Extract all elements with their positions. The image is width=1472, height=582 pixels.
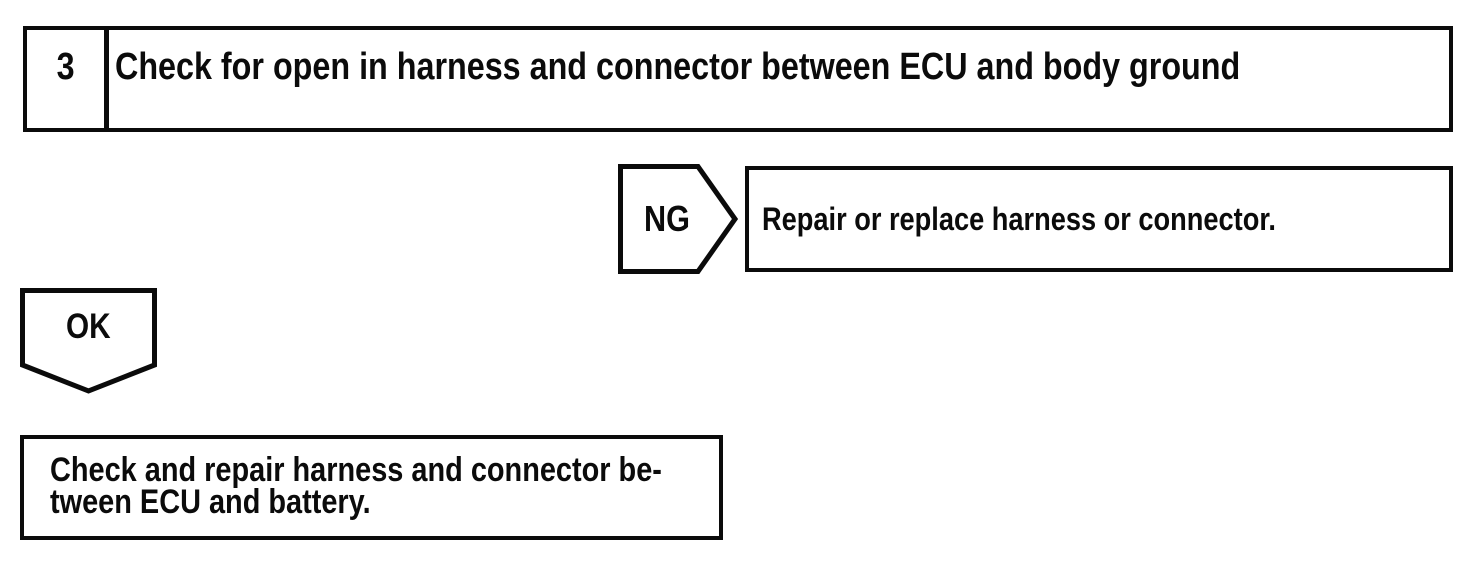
step-number: 3 [56,46,75,88]
ok-label: OK [66,307,111,346]
ng-action-text: Repair or replace harness or connector. [762,200,1276,237]
ok-arrow-icon [20,288,157,394]
ng-arrow-icon [618,164,738,274]
ok-action-box: Check and repair harness and connector b… [20,435,723,540]
ng-action-box: Repair or replace harness or connector. [745,166,1453,272]
ok-label-wrap: OK [20,307,157,347]
ng-label: NG [644,198,690,239]
step-instruction-cell: Check for open in harness and connector … [109,30,1449,128]
ng-label-wrap: NG [618,198,716,240]
ng-arrow: NG [618,164,738,274]
ok-action-text-2: tween ECU and battery. [50,483,371,521]
ok-action-line-2: tween ECU and battery. [50,483,713,521]
ok-action-line-1: Check and repair harness and connector b… [50,451,713,489]
step-instruction: Check for open in harness and connector … [115,46,1241,88]
ok-arrow: OK [20,288,157,394]
ok-action-text-1: Check and repair harness and connector b… [50,451,662,489]
step-number-cell: 3 [27,30,110,128]
step-box: 3 Check for open in harness and connecto… [23,26,1453,132]
